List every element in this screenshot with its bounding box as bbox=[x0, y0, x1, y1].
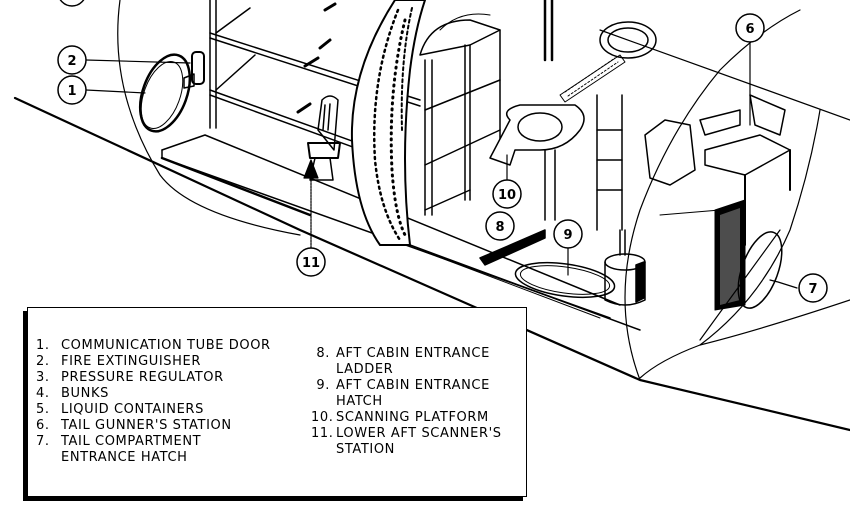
callout-partial-top bbox=[59, 0, 85, 7]
legend-number: 4. bbox=[36, 386, 50, 401]
callout-6: 6 bbox=[735, 13, 765, 43]
cabin-floor bbox=[160, 134, 641, 331]
legend-label: AFT CABIN ENTRANCE HATCH bbox=[336, 378, 490, 409]
aft-cabin-entrance-ladder bbox=[479, 0, 623, 266]
legend-item: 4. BUNKS bbox=[36, 386, 306, 402]
callout-1-label: 1 bbox=[67, 84, 76, 99]
legend-label: FIRE EXTINGUISHER bbox=[61, 354, 201, 369]
legend-item: 9. AFT CABIN ENTRANCE HATCH bbox=[311, 378, 523, 410]
bulkhead bbox=[350, 0, 426, 246]
aft-cabin-entrance-hatch bbox=[514, 261, 616, 299]
legend-number: 1. bbox=[36, 338, 50, 353]
callout-10: 10 bbox=[492, 179, 522, 209]
legend-item: 6. TAIL GUNNER'S STATION bbox=[36, 418, 306, 434]
legend-item: 11.LOWER AFT SCANNER'S STATION bbox=[311, 426, 523, 458]
callout-2-label: 2 bbox=[67, 54, 76, 69]
legend-label: TAIL GUNNER'S STATION bbox=[61, 418, 232, 433]
legend-item: 5. LIQUID CONTAINERS bbox=[36, 402, 306, 418]
callout-6-label: 6 bbox=[745, 22, 754, 37]
legend-item: 3. PRESSURE REGULATOR bbox=[36, 370, 306, 386]
legend-number: 3. bbox=[36, 370, 50, 385]
callout-11-label: 11 bbox=[302, 256, 320, 271]
legend-item: 2. FIRE EXTINGUISHER bbox=[36, 354, 306, 370]
legend-column-right: 8. AFT CABIN ENTRANCE LADDER 9. AFT CABIN … bbox=[311, 346, 523, 458]
legend-number: 2. bbox=[36, 354, 50, 369]
callout-8: 8 bbox=[485, 211, 515, 241]
scanning-platform bbox=[489, 21, 657, 221]
legend-label: BUNKS bbox=[61, 386, 109, 401]
callout-7: 7 bbox=[798, 273, 828, 303]
callout-9: 9 bbox=[553, 219, 583, 249]
legend-item: 8. AFT CABIN ENTRANCE LADDER bbox=[311, 346, 523, 378]
legend-item: 1. COMMUNICATION TUBE DOOR bbox=[36, 338, 306, 354]
legend-label: SCANNING PLATFORM bbox=[336, 410, 489, 425]
legend-label: LOWER AFT SCANNER'S STATION bbox=[336, 426, 502, 457]
liquid-container bbox=[604, 229, 646, 306]
legend-number: 9. bbox=[316, 378, 330, 393]
bunk-rack-right bbox=[419, 13, 501, 216]
legend-item: 10.SCANNING PLATFORM bbox=[311, 410, 523, 426]
legend-number: 11. bbox=[311, 426, 334, 441]
legend-number: 10. bbox=[311, 410, 334, 425]
legend-number: 8. bbox=[316, 346, 330, 361]
legend-item: 7. TAIL COMPARTMENT ENTRANCE HATCH bbox=[36, 434, 306, 466]
legend-label: COMMUNICATION TUBE DOOR bbox=[61, 338, 271, 353]
legend-column-left: 1. COMMUNICATION TUBE DOOR 2. FIRE EXTINGU… bbox=[36, 338, 306, 466]
legend-number: 5. bbox=[36, 402, 50, 417]
legend-label: LIQUID CONTAINERS bbox=[61, 402, 204, 417]
fire-extinguisher bbox=[183, 51, 205, 89]
legend-number: 6. bbox=[36, 418, 50, 433]
tail-gunners-station bbox=[644, 94, 791, 311]
callout-10-label: 10 bbox=[498, 188, 516, 203]
legend-number: 7. bbox=[36, 434, 50, 449]
tail-compartment-hatch bbox=[699, 229, 783, 341]
callout-8-label: 8 bbox=[495, 220, 504, 235]
callout-9-label: 9 bbox=[563, 228, 572, 243]
callout-1: 1 bbox=[57, 75, 87, 105]
callout-2: 2 bbox=[57, 45, 87, 75]
legend-label: PRESSURE REGULATOR bbox=[61, 370, 224, 385]
legend-label: AFT CABIN ENTRANCE LADDER bbox=[336, 346, 490, 377]
callout-7-label: 7 bbox=[808, 282, 817, 297]
legend-box: 1. COMMUNICATION TUBE DOOR 2. FIRE EXTINGU… bbox=[27, 307, 527, 497]
legend-label: TAIL COMPARTMENT ENTRANCE HATCH bbox=[61, 434, 202, 465]
callout-leaders bbox=[85, 41, 798, 289]
callout-11: 11 bbox=[296, 247, 326, 277]
